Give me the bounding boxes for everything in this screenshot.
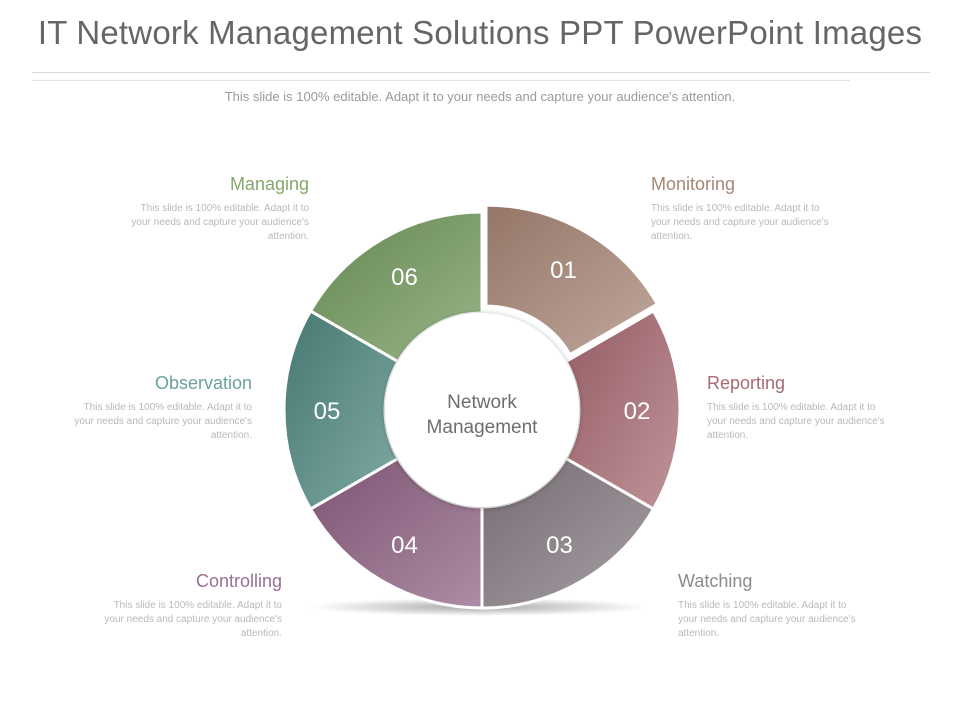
label-watching: Watching [678, 571, 753, 591]
segment-number-01: 01 [550, 257, 577, 284]
desc-monitoring: This slide is 100% editable. Adapt it to… [651, 203, 829, 242]
desc-watching: This slide is 100% editable. Adapt it to… [678, 600, 856, 639]
center-label-line1: Network [447, 392, 517, 413]
center-label-line2: Management [427, 417, 539, 438]
segment-monitoring [484, 203, 660, 357]
title-divider [32, 72, 930, 73]
desc-managing: This slide is 100% editable. Adapt it to… [131, 203, 309, 242]
segment-number-04: 04 [391, 532, 418, 559]
desc-reporting: This slide is 100% editable. Adapt it to… [707, 402, 885, 441]
segment-number-06: 06 [391, 264, 418, 291]
label-managing: Managing [229, 174, 309, 194]
label-controlling: Controlling [195, 571, 282, 591]
segment-number-05: 05 [314, 398, 341, 425]
label-reporting: Reporting [707, 373, 786, 393]
label-monitoring: Monitoring [651, 174, 736, 194]
segment-number-03: 03 [546, 532, 573, 559]
title-divider-secondary [32, 80, 850, 81]
desc-observation: This slide is 100% editable. Adapt it to… [74, 402, 252, 441]
slide-title: IT Network Management Solutions PPT Powe… [37, 14, 923, 51]
desc-controlling: This slide is 100% editable. Adapt it to… [104, 600, 282, 639]
segment-number-02: 02 [624, 398, 651, 425]
center-circle [385, 313, 579, 507]
slide-subtitle: This slide is 100% editable. Adapt it to… [224, 89, 736, 104]
label-observation: Observation [154, 373, 252, 393]
